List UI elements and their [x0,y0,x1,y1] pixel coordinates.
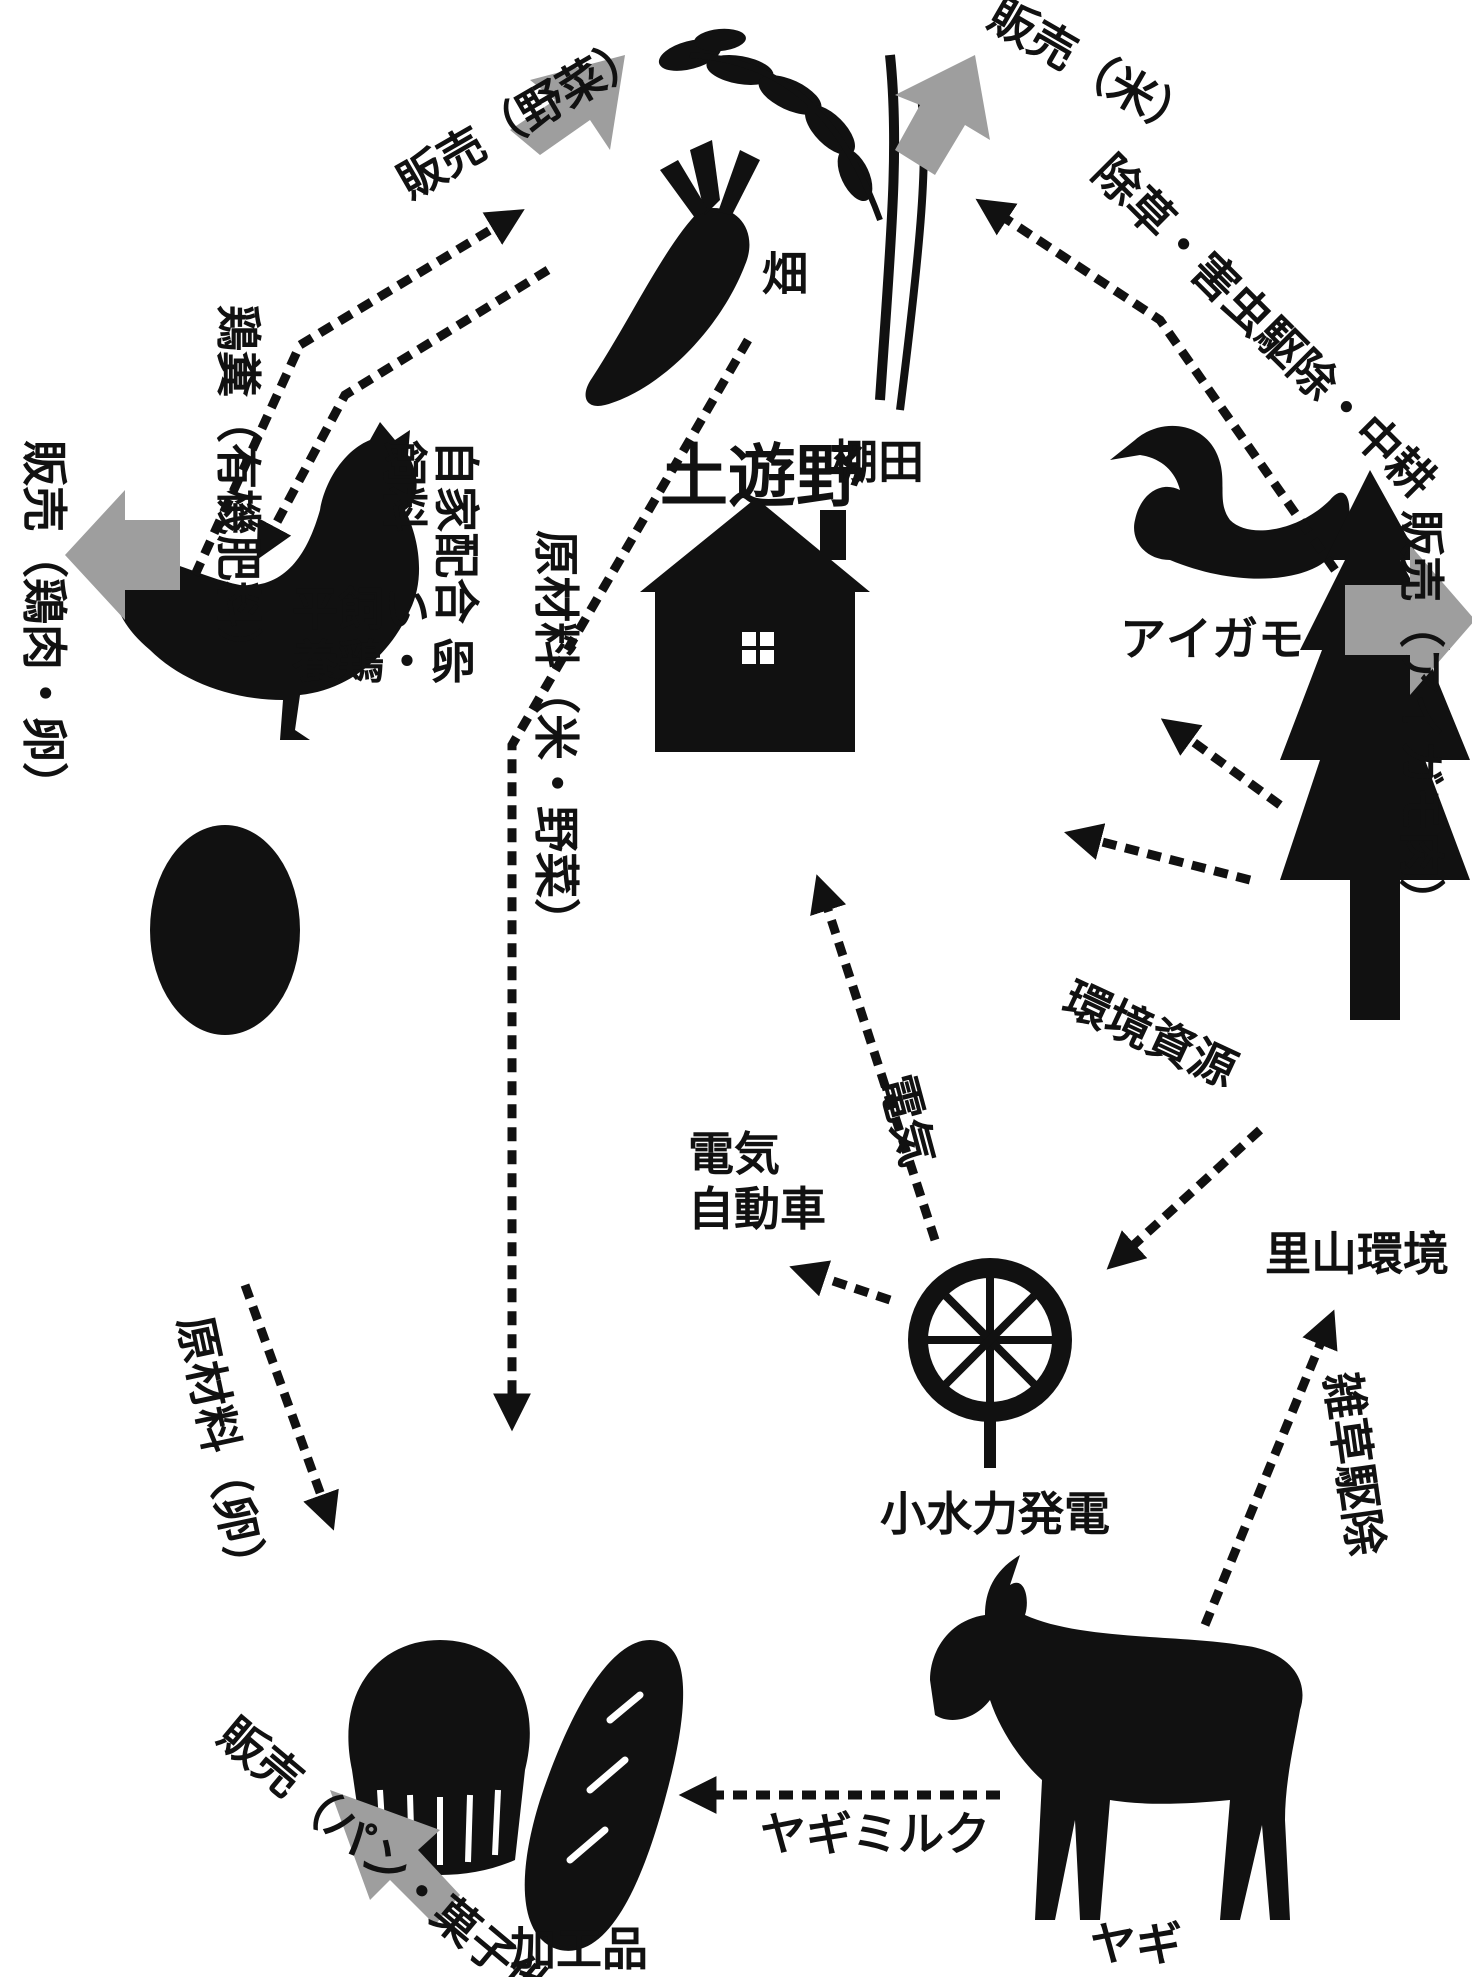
label-chicken-line2: 養鶏・卵 [292,635,476,689]
water-wheel-icon [908,1258,1072,1468]
sale-label-duck-meat: 販売（アイガモ肉） [1394,510,1448,924]
rice-plant-icon [658,28,928,411]
flow-label-feed-line2: 飼料 [377,440,431,532]
label-goat: ヤギ [1090,1917,1182,1971]
label-duck: アイガモ [1120,612,1304,666]
label-satoyama: 里山環境 [1265,1227,1449,1281]
label-ev: 電気 自動車 [688,1127,826,1236]
egg-icon [150,825,300,1035]
label-ev-line2: 自動車 [688,1182,826,1236]
sale-arrows [65,55,1472,1925]
label-hydro: 小水力発電 [880,1487,1110,1541]
flow-arrows [190,198,1339,1814]
label-field: 畑 [762,247,808,301]
flow-label-manure: 鶏糞（有機肥料） [211,305,265,673]
sale-label-rice: 販売（米） [980,0,1206,150]
flow-label-feed-line1: 自家配合 [429,440,483,624]
flow-label-weed-removal: 雑草駆除 [1314,1368,1393,1560]
label-chicken-line1: 平飼い [292,582,430,636]
flow-label-goat-milk: ヤギミルク [760,1807,990,1861]
sale-label-chicken-egg: 販売（鶏肉・卵） [17,440,71,808]
flow-label-raw-egg: 原材料（卵） [167,1311,277,1592]
chicken-icon [110,422,420,740]
label-ev-line1: 電気 [688,1127,780,1181]
flow-label-env-resource: 環境資源 [1055,971,1245,1098]
duck-icon [1110,425,1350,579]
label-chicken: 平飼い 養鶏・卵 [292,582,476,689]
label-processed: 加工品 [510,1922,648,1976]
flow-label-electricity: 電気 [869,1069,945,1172]
house-icon [640,498,870,752]
flow-label-raw-rice-veg: 原材料（米・野菜） [529,530,583,944]
label-terrace: 棚田 [832,435,924,489]
carrot-icon [585,140,760,406]
flow-label-feed: 自家配合 飼料 [377,440,483,640]
goat-icon [930,1555,1303,1920]
bread-icon [524,1640,684,1951]
